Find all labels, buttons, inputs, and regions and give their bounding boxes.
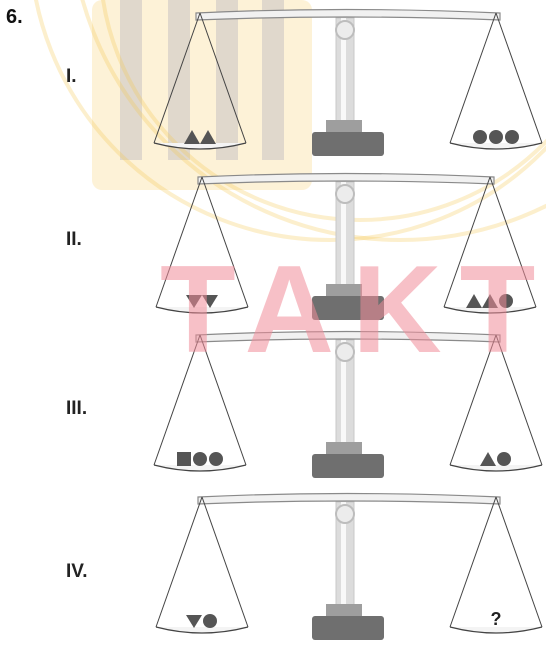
scale-label-3: III. (66, 398, 88, 419)
inverted-triangle-weight (186, 295, 202, 308)
scale-pivot (335, 20, 355, 40)
right-pan-string (495, 334, 543, 466)
circle-weight (499, 294, 513, 308)
right-pan-string (449, 496, 497, 628)
watermark-text-layer: TAKTI (160, 241, 546, 379)
scales-layer: ? (153, 8, 543, 640)
scale-pivot (335, 184, 355, 204)
scale-post-highlight (341, 18, 346, 136)
circle-weight (489, 130, 503, 144)
left-pan-string (201, 176, 249, 308)
right-pan (443, 306, 537, 314)
watermark-bar-3 (216, 0, 238, 160)
right-pan-string (489, 176, 537, 308)
scale-beam (197, 492, 501, 505)
scale-post-highlight (341, 502, 346, 620)
left-pan-string (155, 176, 203, 308)
right-pan-string (495, 12, 543, 144)
scale-post-highlight (341, 340, 346, 458)
scale-label-2: II. (66, 229, 82, 250)
scale-beam (197, 172, 495, 185)
balance-scale-3 (153, 330, 543, 478)
right-pan-string (449, 334, 497, 466)
circle-weight (497, 452, 511, 466)
watermark-logo (34, 0, 546, 242)
circle-weight (473, 130, 487, 144)
right-pan-string (449, 12, 497, 144)
triangle-weight (200, 130, 216, 144)
left-pan (153, 142, 247, 150)
inverted-triangle-weight (186, 615, 202, 628)
watermark-bar-bg (92, 0, 312, 190)
watermark-arc-1 (101, 0, 546, 222)
scale-base (312, 296, 384, 320)
watermark-text: TAKTI (160, 241, 546, 379)
scale-pivot (335, 504, 355, 524)
circle-weight (209, 452, 223, 466)
balance-scale-4: ? (155, 492, 543, 640)
scale-label-4: IV. (66, 561, 88, 582)
scale-pivot (335, 342, 355, 362)
right-pan (449, 464, 543, 472)
scale-base (312, 616, 384, 640)
left-pan-string (153, 12, 201, 144)
left-pan (155, 626, 249, 634)
balance-scale-2 (155, 172, 537, 320)
triangle-weight (480, 452, 496, 466)
left-pan (155, 306, 249, 314)
balance-scale-1 (153, 8, 543, 156)
circle-weight (505, 130, 519, 144)
question-number: 6. (6, 6, 23, 28)
scale-post-highlight (341, 182, 346, 300)
left-pan-string (199, 334, 247, 466)
watermark-arc-3 (80, 0, 546, 242)
left-pan-string (155, 496, 203, 628)
triangle-weight (184, 130, 200, 144)
left-pan (153, 464, 247, 472)
watermark-arc-2 (34, 0, 546, 242)
right-pan-string (495, 496, 543, 628)
scale-base-top (326, 284, 362, 298)
right-pan (449, 142, 543, 150)
left-pan-string (199, 12, 247, 144)
circle-weight (203, 614, 217, 628)
circle-weight (193, 452, 207, 466)
right-pan-string (443, 176, 491, 308)
square-weight (177, 452, 191, 466)
watermark-bar-2 (168, 0, 190, 160)
scale-base-top (326, 442, 362, 456)
left-pan-string (201, 496, 249, 628)
scale-base-top (326, 604, 362, 618)
triangle-weight (482, 294, 498, 308)
scale-base-top (326, 120, 362, 134)
watermark-bar-4 (262, 0, 284, 160)
left-pan-string (153, 334, 201, 466)
triangle-weight (466, 294, 482, 308)
scale-beam (195, 8, 501, 21)
inverted-triangle-weight (202, 295, 218, 308)
unknown-weight-mark: ? (491, 609, 502, 629)
scale-label-1: I. (66, 66, 77, 87)
watermark-bar-1 (120, 0, 142, 160)
scale-beam (195, 330, 501, 343)
right-pan (449, 626, 543, 634)
scale-base (312, 132, 384, 156)
scale-base (312, 454, 384, 478)
